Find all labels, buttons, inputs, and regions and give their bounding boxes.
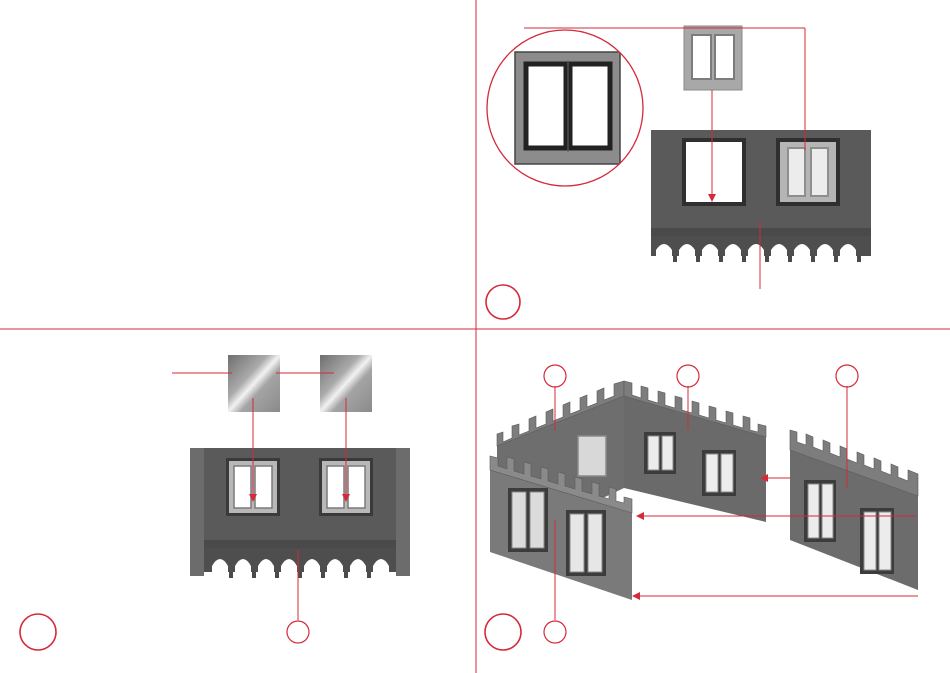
- wall-back-right: [624, 381, 766, 522]
- step-2-number-circle: [486, 285, 520, 319]
- window-glazing-left: [228, 355, 280, 412]
- step-2-panel: [486, 26, 871, 319]
- callout-step4-d-circle: [544, 621, 566, 643]
- callout-step4-c-circle: [836, 365, 858, 387]
- callout-step3-wall-circle: [287, 621, 309, 643]
- step-4-panel: [485, 365, 918, 650]
- step-4-number-circle: [485, 614, 521, 650]
- step-3-panel: [20, 355, 410, 650]
- window-frame-part: [684, 26, 742, 90]
- step-3-number-circle: [20, 614, 56, 650]
- wall-panel-step3: [190, 448, 410, 578]
- callout-step4-a-circle: [544, 365, 566, 387]
- detail-magnifier-icon: [487, 30, 647, 190]
- wall-panel-step2: [651, 130, 871, 262]
- callout-step4-b-circle: [677, 365, 699, 387]
- wall-side-separate: [790, 430, 918, 590]
